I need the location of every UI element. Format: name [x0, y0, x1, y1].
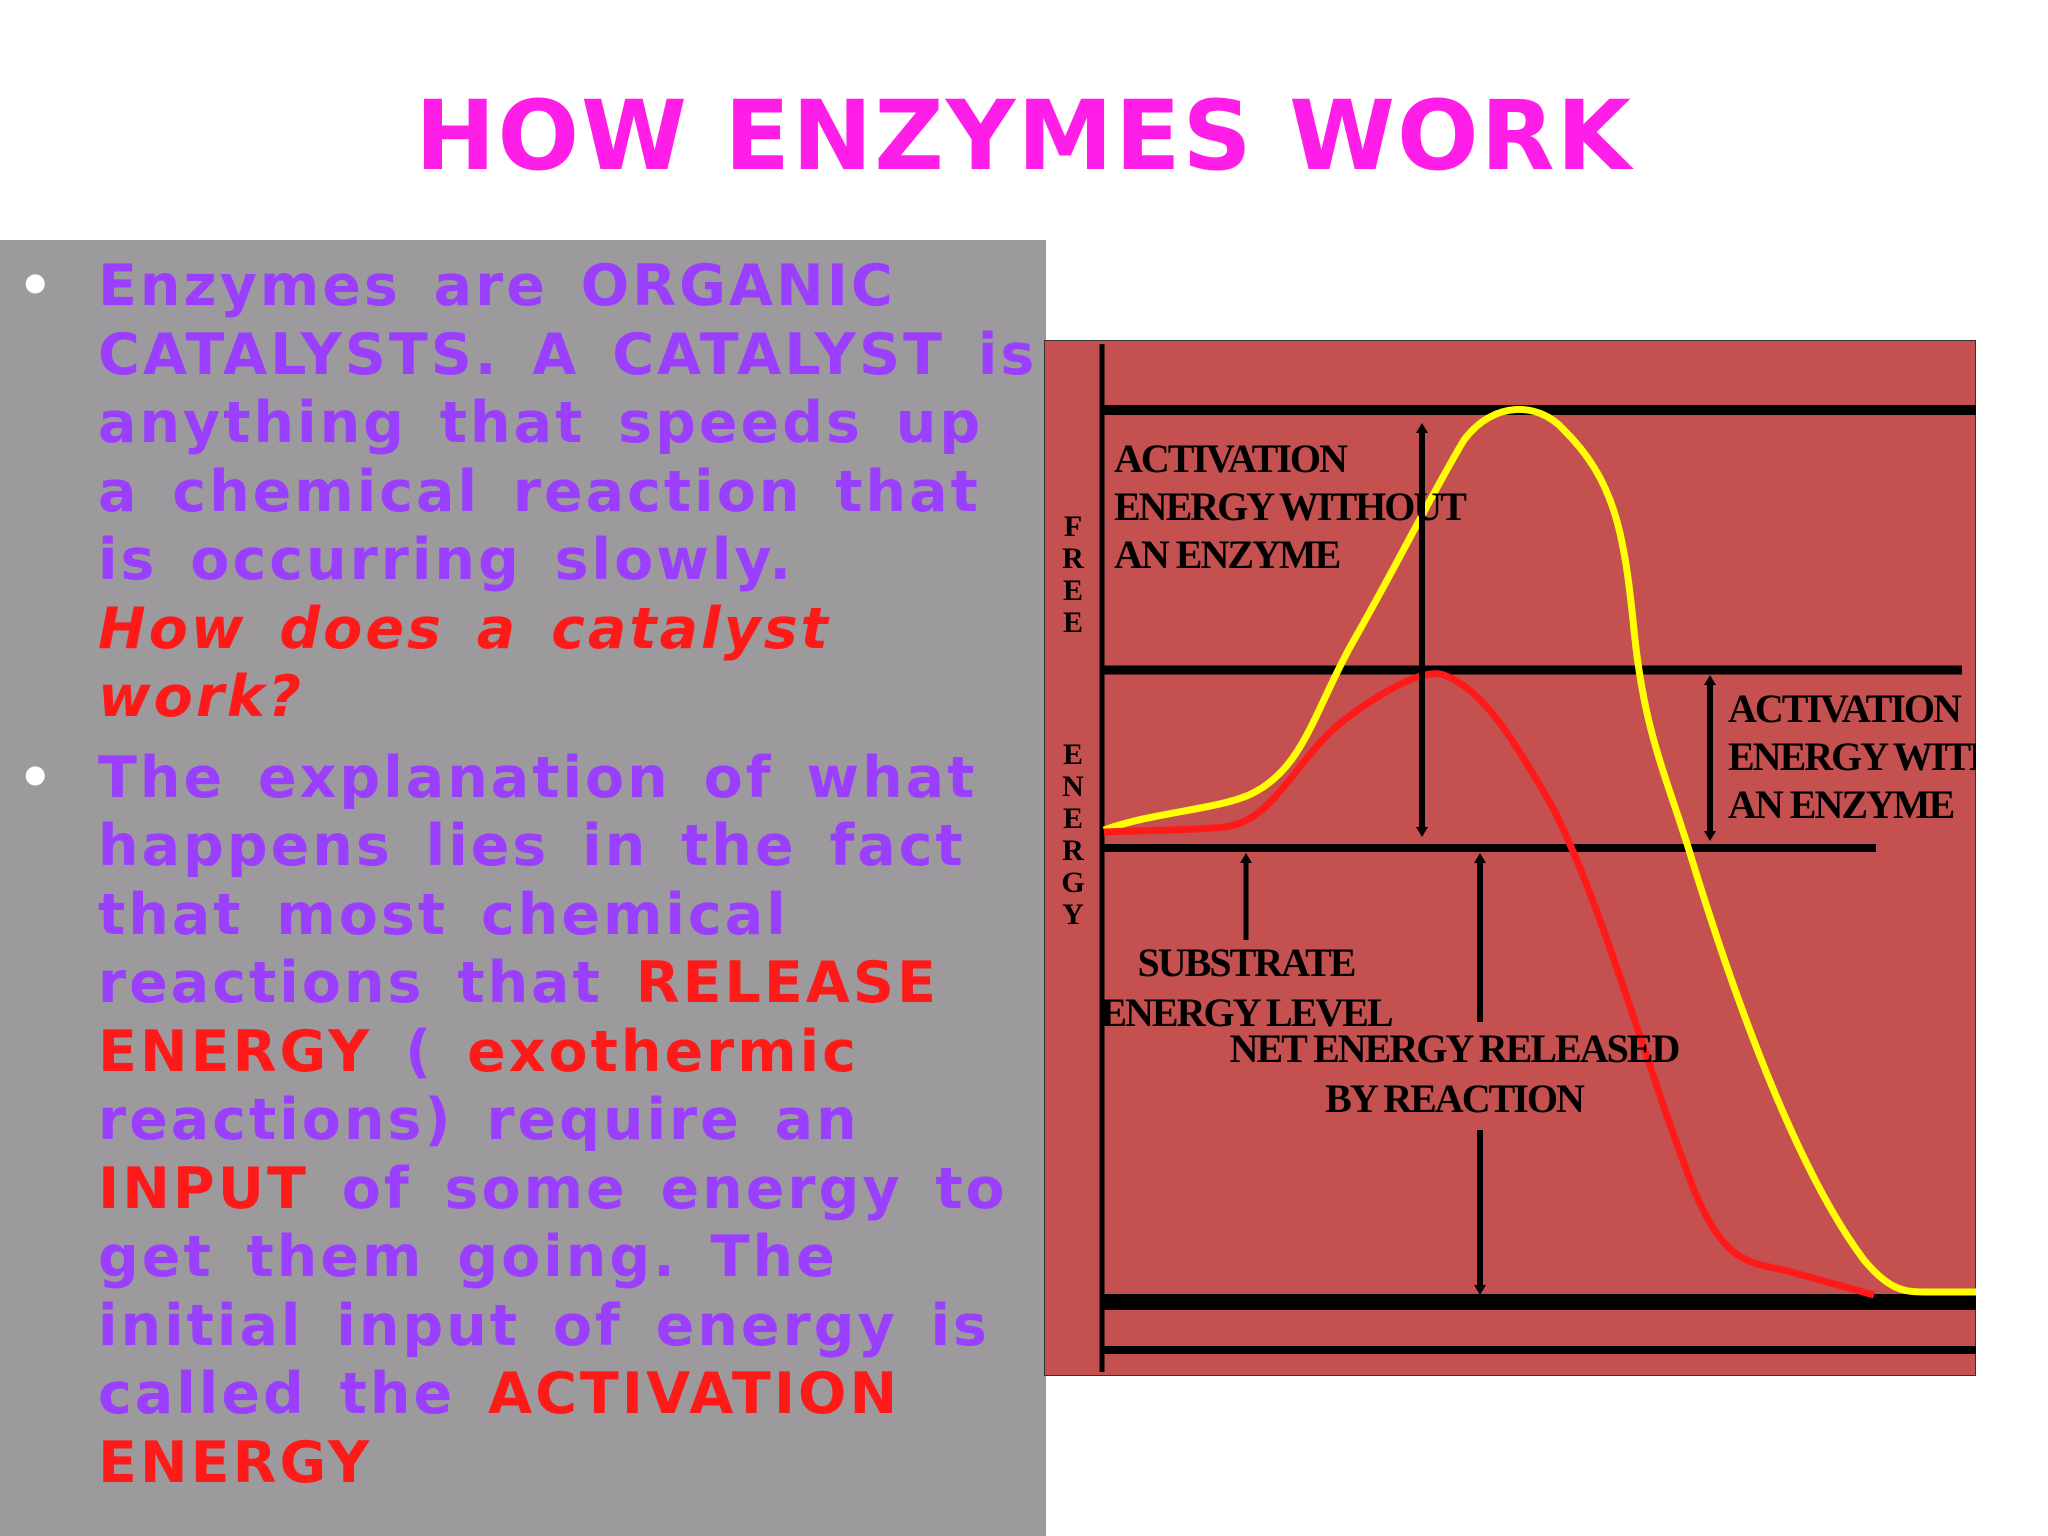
label-line: AN ENZYME [1728, 782, 1954, 827]
bullet-item: • Enzymes are ORGANIC CATALYSTS. A CATAL… [0, 252, 1040, 732]
label-line: ENERGY WITHOUT [1114, 484, 1467, 529]
label-line: ENERGY LEVEL [1100, 990, 1392, 1035]
emphasis-text: INPUT [98, 1155, 309, 1222]
bullet-text: ( [405, 1018, 435, 1085]
y-axis-letter: Y [1062, 898, 1084, 931]
bullet-text: Enzymes are ORGANIC CATALYSTS. A CATALYS… [98, 253, 1038, 593]
label-substrate-energy-level: SUBSTRATE ENERGY LEVEL [1100, 940, 1394, 1035]
bullet-marker: • [18, 254, 56, 317]
y-axis-letter: E [1063, 606, 1083, 639]
y-axis-label: F R E E E N E R G Y [1061, 510, 1084, 931]
curve-without-enzyme [1102, 406, 1976, 1296]
label-line: ACTIVATION [1114, 436, 1348, 481]
y-axis-letter: E [1063, 738, 1083, 771]
bullet-text: reactions) require an [98, 1087, 860, 1153]
label-line: AN ENZYME [1114, 532, 1340, 577]
y-axis-letter: R [1062, 542, 1084, 575]
bullet-text: of some energy to get them going. The in… [98, 1155, 1008, 1428]
label-activation-with-enzyme: ACTIVATION ENERGY WITH AN ENZYME [1728, 686, 1976, 827]
label-net-energy-released: NET ENERGY RELEASED BY REACTION [1230, 1026, 1681, 1121]
bullet-marker: • [18, 745, 56, 809]
label-activation-without-enzyme: ACTIVATION ENERGY WITHOUT AN ENZYME [1114, 436, 1469, 577]
label-line: NET ENERGY RELEASED [1230, 1026, 1679, 1071]
diagram-background [1044, 340, 1976, 1376]
label-line: SUBSTRATE [1138, 940, 1355, 985]
y-axis-letter: E [1063, 802, 1083, 835]
bullet-question: How does a catalyst work? [98, 595, 831, 731]
energy-diagram: F R E E E N E R G Y ACTIVATION ENERGY WI… [1044, 340, 1976, 1376]
bullet-item: • The explanation of what happens lies i… [0, 744, 1040, 1498]
label-line: ACTIVATION [1728, 686, 1962, 731]
bullet-list: • Enzymes are ORGANIC CATALYSTS. A CATAL… [0, 252, 1040, 1497]
y-axis-letter: E [1063, 574, 1083, 607]
y-axis-letter: R [1062, 834, 1084, 867]
label-line: ENERGY WITH [1728, 734, 1976, 779]
bullet-text: The explanation of what happens lies in … [98, 744, 978, 1017]
slide-title: HOW ENZYMES WORK [415, 80, 1633, 192]
curve-with-enzyme [1103, 670, 1875, 1299]
text-panel [0, 240, 1046, 1536]
label-line: BY REACTION [1325, 1076, 1585, 1121]
y-axis-letter: F [1064, 510, 1082, 543]
y-axis-letter: G [1061, 866, 1084, 899]
y-axis-letter: N [1062, 770, 1084, 803]
emphasis-text: ACTIVATION ENERGY [98, 1361, 901, 1496]
emphasis-text: exothermic [467, 1018, 859, 1085]
emphasis-text: RELEASE ENERGY [98, 950, 939, 1085]
